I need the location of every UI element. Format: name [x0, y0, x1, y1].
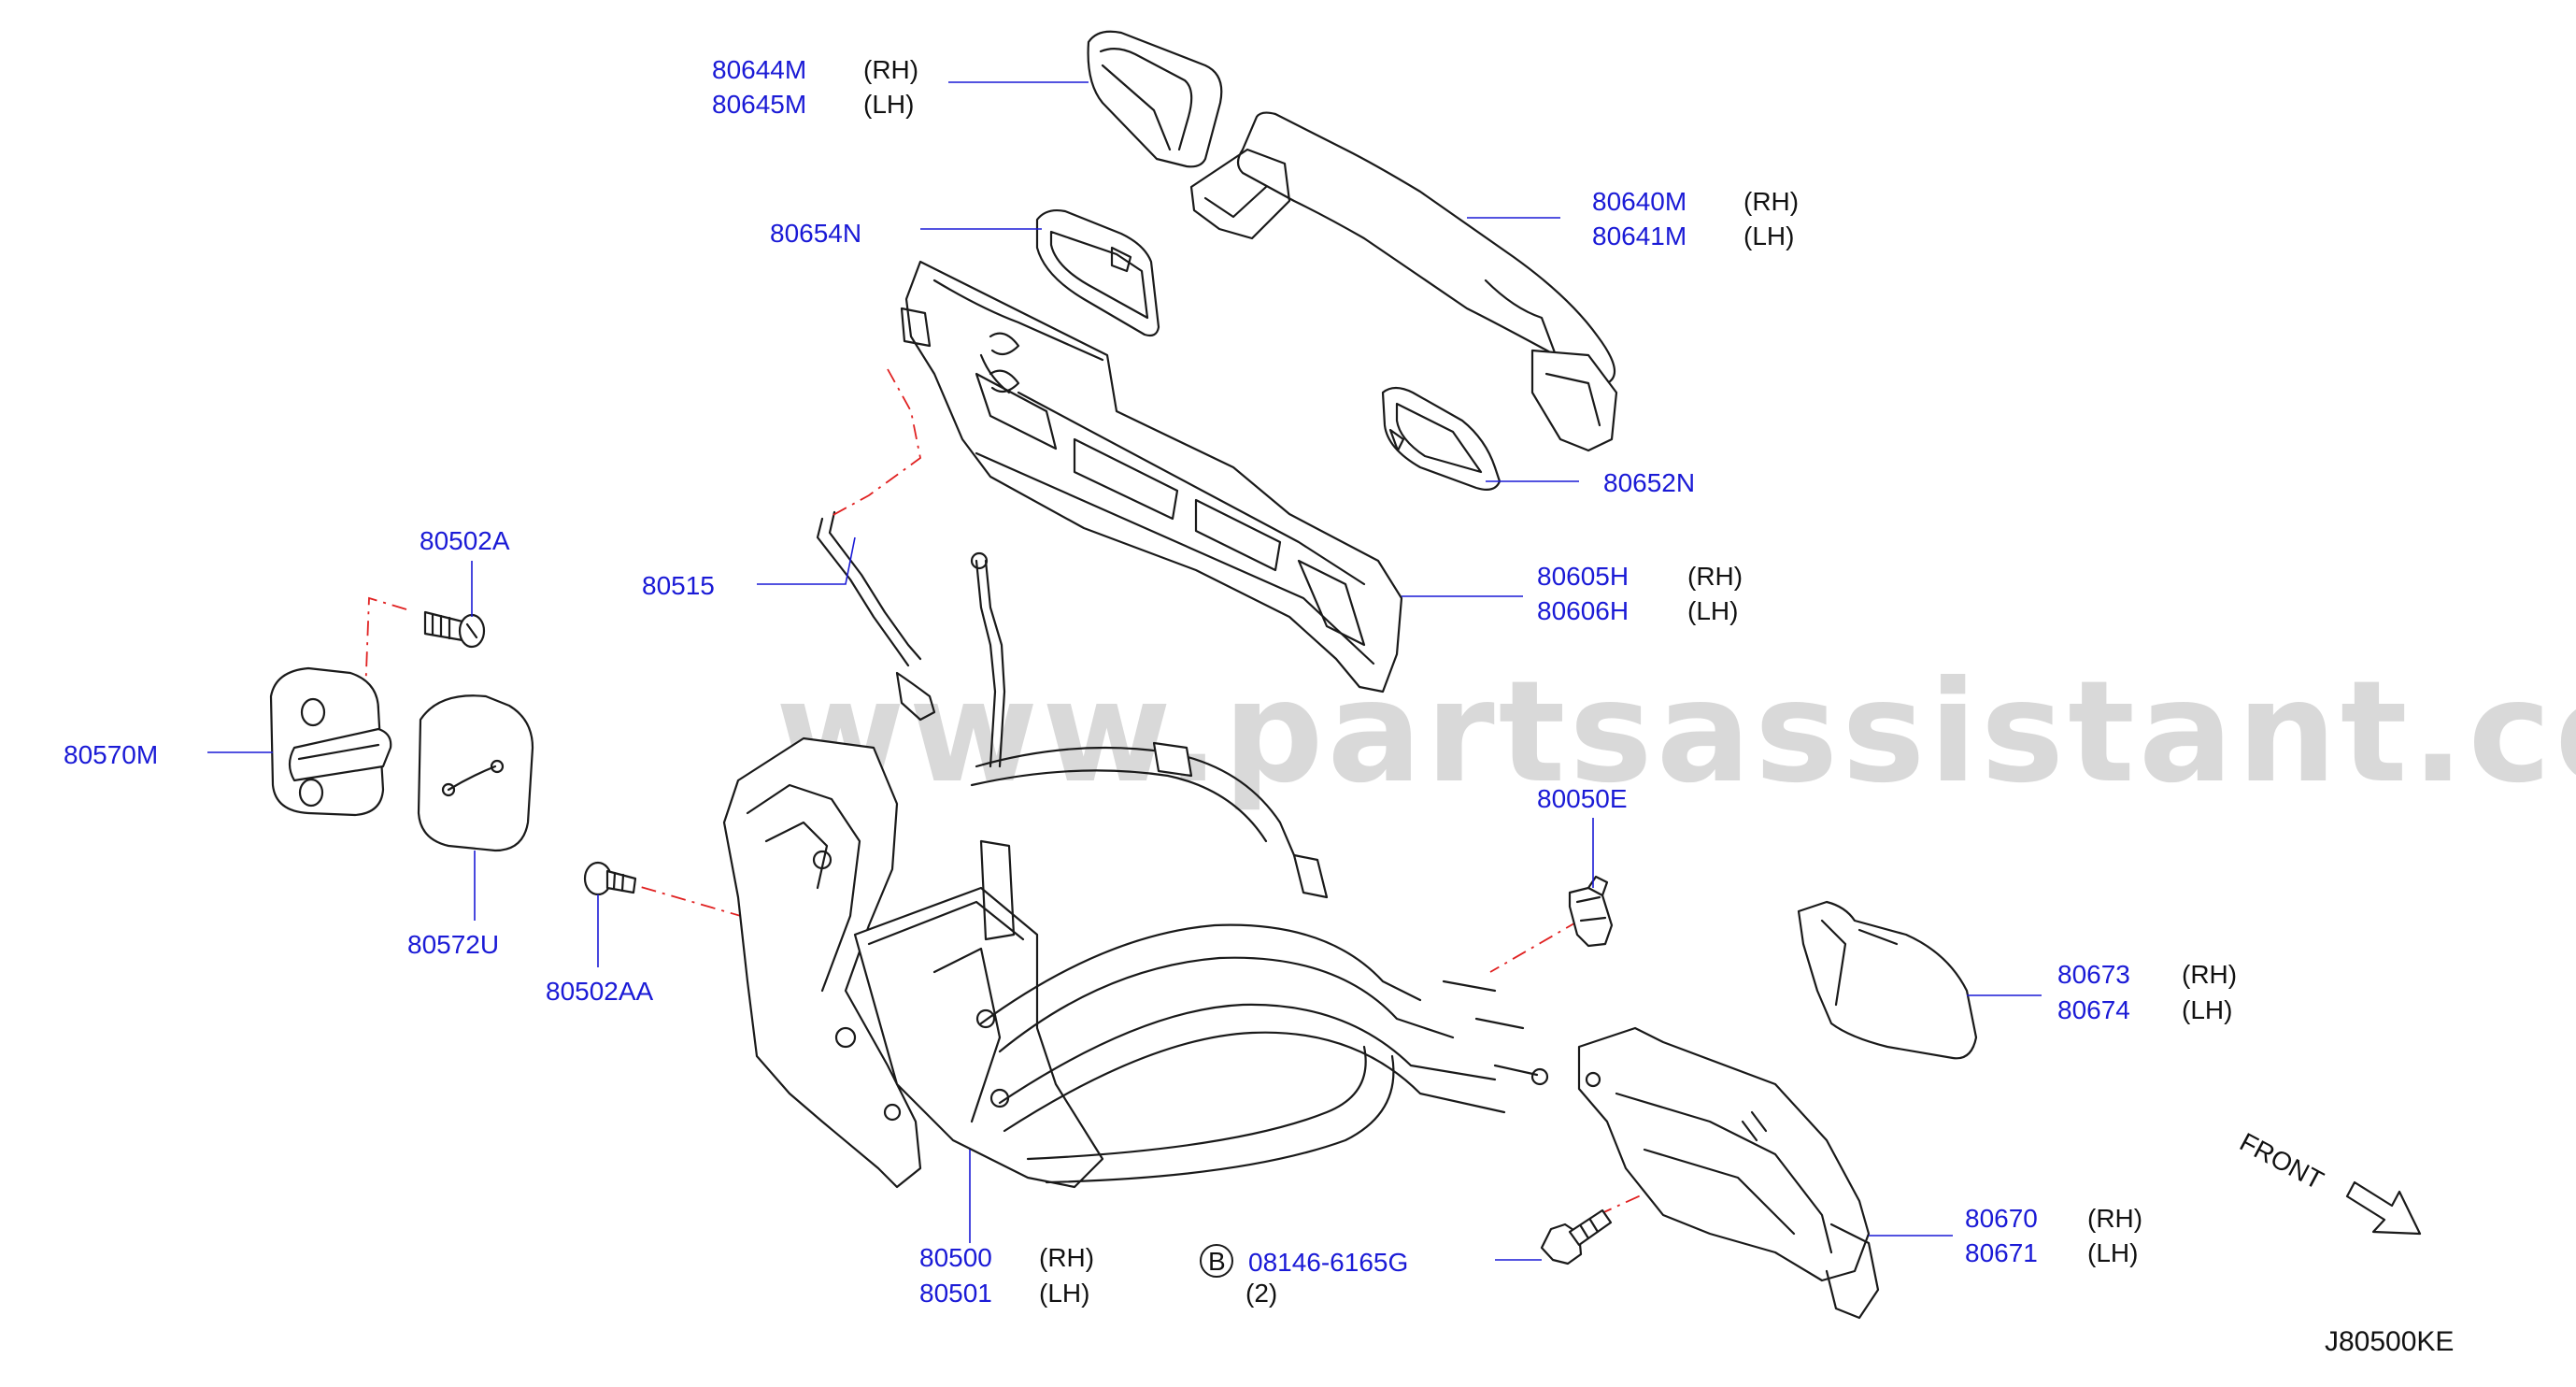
callout-80515[interactable]: 80515: [642, 571, 715, 600]
door-striker-part: [269, 666, 392, 817]
striker-screw-part: [423, 610, 486, 649]
diagram-code: J80500KE: [2325, 1326, 2454, 1357]
part-number[interactable]: 80572U: [407, 930, 499, 959]
latch-screw-part: [583, 861, 637, 896]
side-label: (RH): [1743, 187, 1799, 216]
part-number[interactable]: 80671: [1965, 1238, 2038, 1267]
part-number[interactable]: 80654N: [770, 219, 861, 248]
front-direction-label: FRONT: [2235, 1127, 2328, 1195]
part-number[interactable]: 80644M: [712, 55, 806, 84]
handle-bracket-part: [900, 260, 1403, 694]
callout-80644M[interactable]: 80644M (RH) 80645M (LH): [712, 55, 918, 119]
side-label: (LH): [1687, 596, 1738, 625]
part-number[interactable]: 80606H: [1537, 596, 1629, 625]
striker-cover-part: [417, 694, 534, 852]
part-number[interactable]: 80502AA: [546, 977, 654, 1006]
callout-80570M[interactable]: 80570M: [64, 740, 158, 769]
part-number[interactable]: 80674: [2057, 995, 2130, 1024]
callout-80673[interactable]: 80673 (RH) 80674 (LH): [2057, 960, 2237, 1024]
side-label: (RH): [2087, 1204, 2142, 1233]
callout-80050E[interactable]: 80050E: [1537, 784, 1628, 813]
callout-80502A[interactable]: 80502A: [420, 526, 510, 555]
part-number[interactable]: 80670: [1965, 1204, 2038, 1233]
rod-link-line: [829, 368, 921, 518]
side-label: (RH): [1039, 1243, 1094, 1272]
gasket-rear-part: [1381, 386, 1501, 491]
callout-80572U[interactable]: 80572U: [407, 930, 499, 959]
bolt-quantity: (2): [1245, 1279, 1277, 1308]
part-number[interactable]: 80673: [2057, 960, 2130, 989]
part-number[interactable]: 80501: [919, 1279, 992, 1308]
side-label: (LH): [2087, 1238, 2138, 1267]
side-label: (RH): [863, 55, 918, 84]
bolt-circle-letter: B: [1208, 1247, 1226, 1276]
side-label: (LH): [1039, 1279, 1089, 1308]
callout-80605H[interactable]: 80605H (RH) 80606H (LH): [1537, 562, 1743, 625]
part-number[interactable]: 80500: [919, 1243, 992, 1272]
part-number[interactable]: 80502A: [420, 526, 510, 555]
part-number[interactable]: 80050E: [1537, 784, 1628, 813]
leader-80515: [757, 536, 856, 585]
inside-handle-part: [1577, 1026, 1880, 1320]
cable-clip-link-line: [1489, 920, 1580, 973]
latch-screw-link-line: [611, 878, 758, 922]
callout-80654N[interactable]: 80654N: [770, 219, 861, 248]
callout-80640M[interactable]: 80640M (RH) 80641M (LH): [1592, 187, 1799, 250]
handle-escutcheon-part: [1087, 30, 1223, 168]
watermark-text: www.partsassistant.com: [776, 651, 2576, 814]
part-number[interactable]: 80652N: [1603, 468, 1695, 497]
mounting-bolt-part: [1540, 1208, 1613, 1265]
callout-80670[interactable]: 80670 (RH) 80671 (LH): [1965, 1204, 2142, 1267]
part-number[interactable]: 80645M: [712, 90, 806, 119]
callout-80502AA[interactable]: 80502AA: [546, 977, 654, 1006]
callout-08146-6165G[interactable]: B 08146-6165G (2): [1200, 1244, 1408, 1308]
part-number[interactable]: 80570M: [64, 740, 158, 769]
part-number[interactable]: 08146-6165G: [1248, 1248, 1408, 1277]
gasket-front-part: [1035, 208, 1160, 337]
part-number[interactable]: 80605H: [1537, 562, 1629, 591]
side-label: (LH): [1743, 222, 1794, 250]
side-label: (RH): [2182, 960, 2237, 989]
inside-escutcheon-part: [1797, 900, 1978, 1060]
callout-80652N[interactable]: 80652N: [1603, 468, 1695, 497]
bolt-link-line: [1597, 1191, 1650, 1216]
cable-clip-part: [1568, 875, 1614, 948]
door-lock-actuator-part: [722, 551, 1549, 1189]
door-rod-part: [816, 510, 936, 722]
part-number[interactable]: 80641M: [1592, 222, 1686, 250]
part-number[interactable]: 80640M: [1592, 187, 1686, 216]
side-label: (LH): [863, 90, 914, 119]
outside-handle-part: [1189, 111, 1618, 452]
callout-80500[interactable]: 80500 (RH) 80501 (LH): [919, 1243, 1094, 1308]
part-number[interactable]: 80515: [642, 571, 715, 600]
bolt-circle-badge: [1200, 1244, 1233, 1278]
front-arrow-icon: [2345, 1180, 2422, 1236]
side-label: (RH): [1687, 562, 1743, 591]
side-label: (LH): [2182, 995, 2232, 1024]
